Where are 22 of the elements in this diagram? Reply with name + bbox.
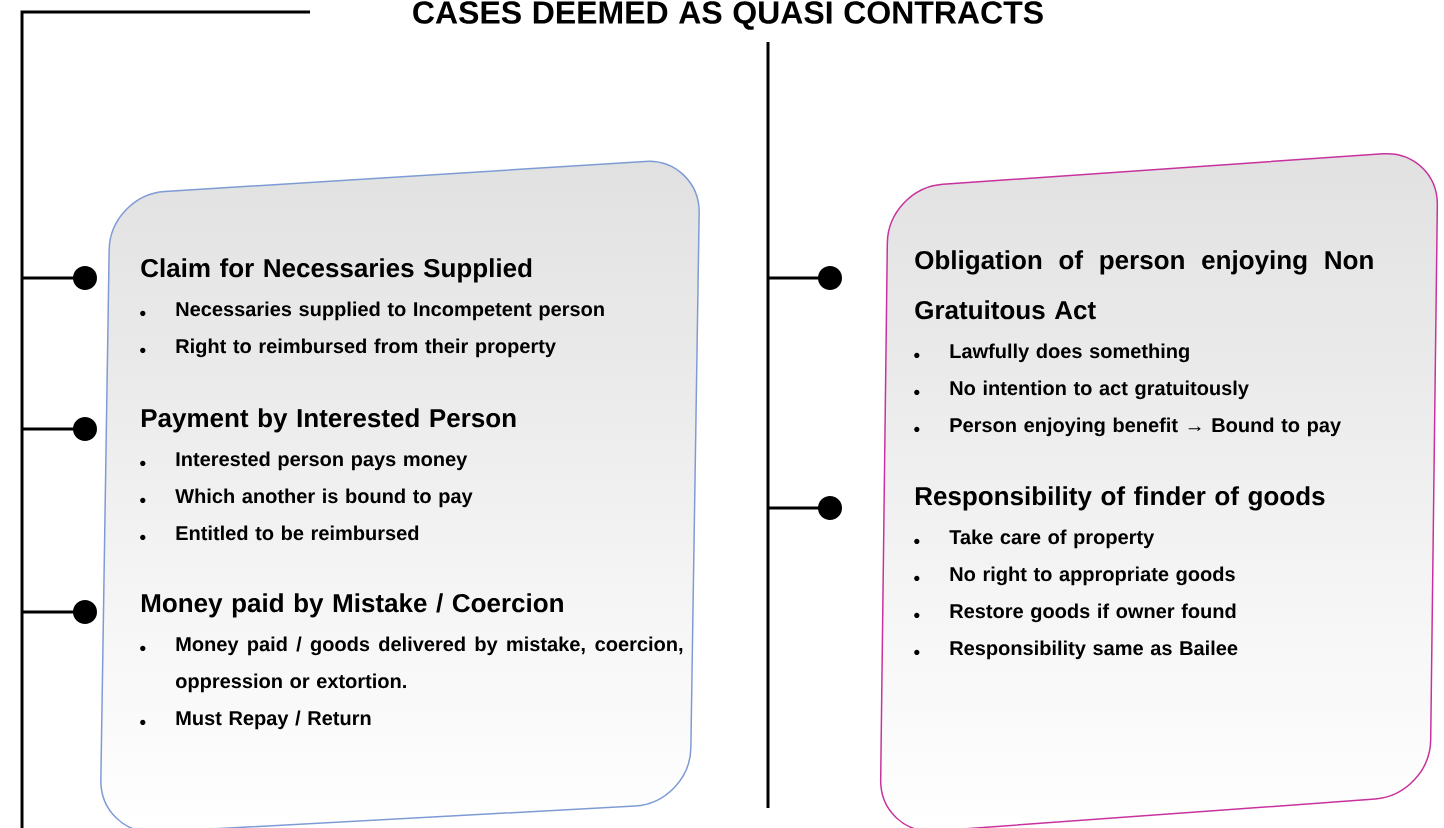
section-heading: Money paid by Mistake / Coercion — [141, 593, 563, 618]
bullet-item: Money paid / goods delivered by mistake, coercion, oppression or extortion. — [140, 636, 683, 693]
bullet-item: No right to appropriate goods — [914, 566, 1235, 586]
bullet-item: No intention to act gratuitously — [914, 380, 1249, 400]
bullet-item: Necessaries supplied to Incompetent person — [140, 301, 604, 321]
section-heading: Claim for Necessaries Supplied — [141, 258, 532, 283]
title: CASES DEEMED AS QUASI CONTRACTS — [413, 1, 1043, 30]
bullet-item: Must Repay / Return — [140, 710, 371, 730]
bullet-item: Take care of property — [914, 529, 1155, 549]
bullet-item: Restore goods if owner found — [914, 603, 1236, 623]
bullet-item: Responsibility same as Bailee — [914, 640, 1238, 660]
bullet-item: Entitled to be reimbursed — [140, 525, 419, 541]
bullet-item: Which another is bound to pay — [140, 488, 473, 508]
card — [879, 153, 1439, 828]
bullet-item: Interested person pays money — [140, 451, 468, 471]
bullet-item: Lawfully does something — [914, 343, 1189, 363]
section-heading: Obligation of person enjoying Non Gratuitous Act — [915, 250, 1373, 320]
card — [100, 160, 700, 828]
bullet-item: Right to reimbursed from their property — [140, 338, 556, 358]
section-heading: Payment by Interested Person — [141, 408, 516, 433]
bullet-item: Person enjoying benefit → Bound to pay — [914, 417, 1341, 437]
section-heading: Responsibility of finder of goods — [915, 486, 1325, 511]
